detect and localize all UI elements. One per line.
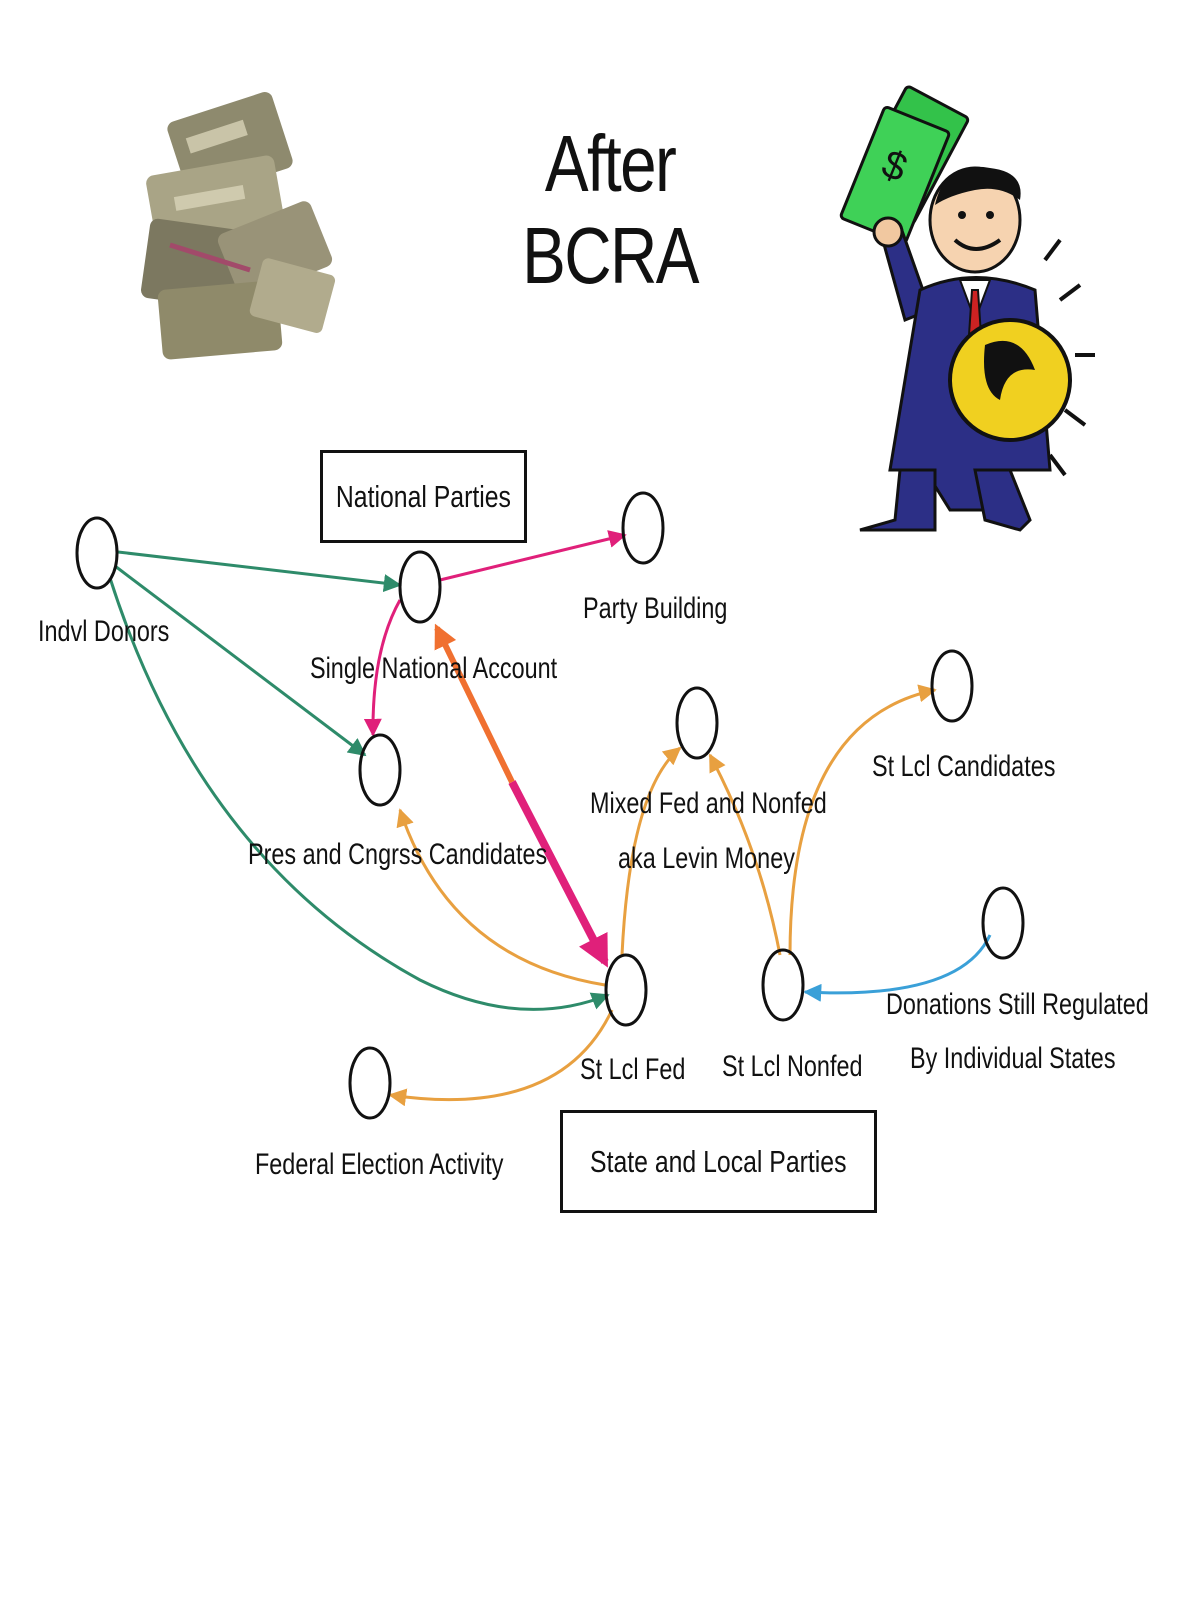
group-national-parties: National Parties [320, 450, 527, 543]
node-st-lcl-fed [604, 953, 648, 1027]
node-pres-cngrss-candidates [358, 733, 402, 807]
edge-st-lcl-nonfed-to-mixed [708, 753, 782, 956]
edge-national-account-to-st-lcl-fed [508, 780, 609, 968]
page-title: After BCRA [522, 119, 699, 300]
node-st-lcl-candidates [930, 649, 974, 723]
label-mixed-fed-nonfed-line2: aka Levin Money [618, 842, 795, 875]
label-single-national-account: Single National Account [310, 652, 558, 685]
group-national-parties-label: National Parties [335, 478, 512, 514]
edge-national-account-to-party-building [439, 530, 627, 582]
edge-donors-to-national-account [117, 550, 402, 593]
node-single-national-account [398, 550, 442, 624]
node-federal-election-activity [348, 1046, 392, 1120]
edge-st-lcl-fed-to-federal-election [388, 1009, 614, 1107]
group-state-local-parties-label: State and Local Parties [590, 1143, 847, 1179]
node-mixed-fed-nonfed [675, 686, 719, 760]
edge-national-account-to-pres-candidates [363, 599, 402, 737]
edge-donors-to-pres-candidates [114, 564, 367, 757]
edge-st-lcl-nonfed-to-st-lcl-candidates [788, 684, 937, 956]
node-donations-regulated [981, 886, 1025, 960]
label-st-lcl-nonfed: St Lcl Nonfed [722, 1050, 863, 1083]
edge-st-lcl-fed-to-pres-candidates [396, 808, 606, 987]
label-donations-line1: Donations Still Regulated [886, 988, 1149, 1021]
label-mixed-fed-nonfed-line1: Mixed Fed and Nonfed [590, 787, 827, 820]
label-indvl-donors: Indvl Donors [38, 615, 170, 648]
group-state-local-parties: State and Local Parties [560, 1110, 877, 1213]
node-party-building [621, 491, 665, 565]
edge-donations-to-st-lcl-nonfed [803, 934, 992, 1002]
label-pres-cngrss-candidates: Pres and Cngrss Candidates [248, 838, 548, 871]
label-st-lcl-candidates: St Lcl Candidates [872, 750, 1056, 783]
edge-st-lcl-fed-to-mixed [620, 746, 682, 956]
label-st-lcl-fed: St Lcl Fed [580, 1053, 686, 1086]
node-indvl-donors [75, 516, 119, 590]
edge-st-lcl-fed-to-national-account [434, 623, 515, 784]
label-federal-election-activity: Federal Election Activity [255, 1148, 504, 1181]
label-party-building: Party Building [583, 592, 728, 625]
label-donations-line2: By Individual States [910, 1042, 1116, 1075]
node-st-lcl-nonfed [761, 948, 805, 1022]
edge-donors-to-st-lcl-fed [108, 577, 610, 1011]
